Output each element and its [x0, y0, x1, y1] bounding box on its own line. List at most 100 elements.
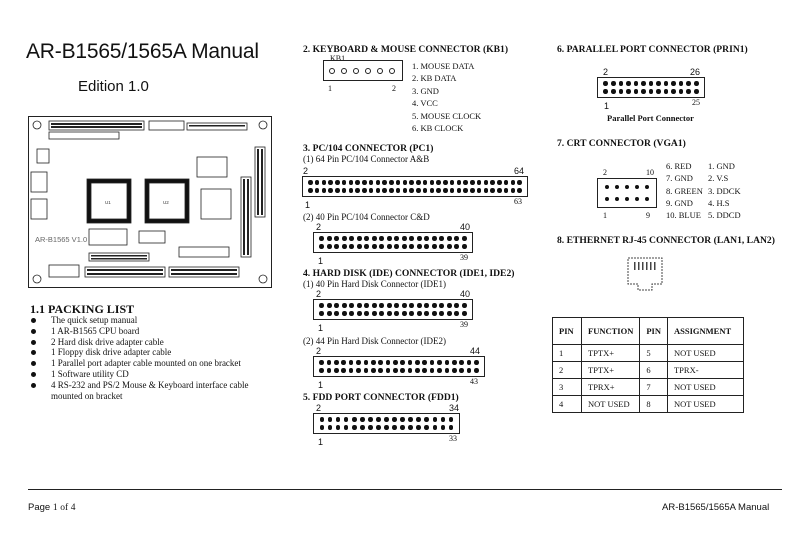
page-number: Page 1 of 4	[28, 502, 76, 513]
pin-dot	[385, 360, 391, 365]
pin-dot	[456, 188, 462, 193]
pin-dot	[466, 360, 472, 365]
pin-dot	[424, 244, 430, 249]
table-cell: TPTX+	[580, 361, 641, 379]
edition-label: Edition 1.0	[78, 78, 149, 95]
pin-dot	[416, 417, 422, 422]
pin-dot	[624, 196, 630, 202]
pin-dot	[402, 180, 408, 185]
list-item: The quick setup manual	[30, 315, 280, 326]
pin-label-bl: 1	[604, 101, 610, 111]
kb-connector	[323, 60, 403, 81]
pin-dot	[393, 360, 398, 365]
pin-dot	[440, 425, 446, 430]
pin-dot	[429, 180, 435, 185]
pin-dot	[678, 81, 684, 86]
pin-dot	[389, 188, 394, 193]
ide-sub2: (2) 44 Pin Hard Disk Connector (IDE2)	[303, 336, 446, 346]
pin-dot	[517, 188, 522, 193]
pin-dot	[343, 425, 349, 430]
pin-dot	[321, 188, 327, 193]
pin-dot	[431, 303, 437, 308]
pin-dot	[335, 417, 341, 422]
pin-dot	[614, 184, 620, 190]
board-layout-diagram: U1 U2 AR-B1565 V1.0	[28, 116, 272, 288]
pin-label-tl: 2	[316, 403, 322, 413]
pin-dot	[424, 236, 430, 241]
pin-dot	[510, 180, 516, 185]
list-item: 1 AR-B1565 CPU board	[30, 326, 280, 337]
pin-dot	[400, 425, 405, 430]
pin-dot	[360, 425, 365, 430]
pin-dot	[618, 89, 624, 94]
pin-dot	[503, 180, 509, 185]
pin-dot	[334, 236, 340, 241]
pin-dot	[446, 303, 452, 308]
pin-dot	[326, 311, 332, 316]
pin-dot	[693, 81, 699, 86]
kb-pin-item: 2. KB DATA	[412, 73, 457, 84]
pin-dot	[422, 180, 428, 185]
pin-label-br: 9	[646, 211, 650, 220]
pin-dot	[461, 236, 467, 241]
pin-dot	[376, 417, 381, 422]
pin-dot	[371, 244, 377, 249]
pin-dot	[437, 368, 442, 373]
list-item: 1 Floppy disk drive adapter cable	[30, 347, 280, 358]
ide1-connector	[313, 299, 473, 320]
pin-label-br: 33	[449, 434, 457, 443]
kb-heading: 2. KEYBOARD & MOUSE CONNECTOR (KB1)	[303, 44, 509, 55]
pc104-sub1: (1) 64 Pin PC/104 Connector A&B	[303, 154, 430, 164]
pin-dot	[444, 360, 450, 365]
pin-dot	[371, 236, 377, 241]
pin-dot	[384, 425, 389, 430]
table-cell: NOT USED	[666, 344, 744, 362]
footer-manual-title: AR-B1565/1565A Manual	[662, 502, 770, 513]
pin-dot	[368, 188, 374, 193]
pin-dot	[461, 311, 467, 316]
table-header: FUNCTION	[580, 317, 641, 345]
pin-dot	[474, 368, 479, 373]
pin-dot	[348, 360, 354, 365]
pin-dot	[483, 180, 489, 185]
pin-dot	[351, 417, 357, 422]
pin-dot	[604, 196, 610, 202]
pin-dot	[349, 311, 355, 316]
pc104-sub2: (2) 40 Pin PC/104 Connector C&D	[303, 212, 430, 222]
pin-dot	[603, 89, 609, 94]
table-cell: 1	[552, 344, 582, 362]
table-header: PIN	[639, 317, 668, 345]
pin-dot	[431, 311, 437, 316]
pin-dot	[392, 425, 397, 430]
fdd-heading: 5. FDD PORT CONNECTOR (FDD1)	[303, 392, 459, 403]
pin-dot	[454, 303, 460, 308]
pin-dot	[446, 236, 452, 241]
pin-dot	[614, 196, 620, 202]
pin-dot	[436, 180, 441, 185]
pin-dot	[394, 244, 400, 249]
pin-label-bl: 1	[603, 211, 607, 220]
pin-dot	[416, 188, 421, 193]
pin-dot	[409, 236, 415, 241]
pin-dot	[379, 303, 385, 308]
table-cell: NOT USED	[580, 395, 641, 413]
pin-dot	[363, 368, 369, 373]
pin-dot	[351, 425, 357, 430]
pin-dot	[461, 303, 467, 308]
pin-dot	[334, 244, 340, 249]
ethernet-heading: 8. ETHERNET RJ-45 CONNECTOR (LAN1, LAN2)	[557, 235, 775, 246]
crt-pin-item: 2. V.S	[708, 173, 729, 184]
pin-dot	[463, 180, 468, 185]
pin-dot	[334, 303, 340, 308]
pin-dot	[368, 425, 373, 430]
pin-dot	[308, 188, 313, 193]
pin-dot	[349, 236, 355, 241]
pin-dot	[341, 368, 347, 373]
kb-pin-list: 1. MOUSE DATA 2. KB DATA 3. GND 4. VCC 5…	[412, 60, 481, 134]
crt-pin-item: 5. DDCD	[708, 210, 741, 221]
pin-dot	[456, 180, 462, 185]
pin-dot	[422, 360, 428, 365]
pc104-heading: 3. PC/104 CONNECTOR (PC1)	[303, 143, 434, 154]
pin-dot	[439, 236, 445, 241]
